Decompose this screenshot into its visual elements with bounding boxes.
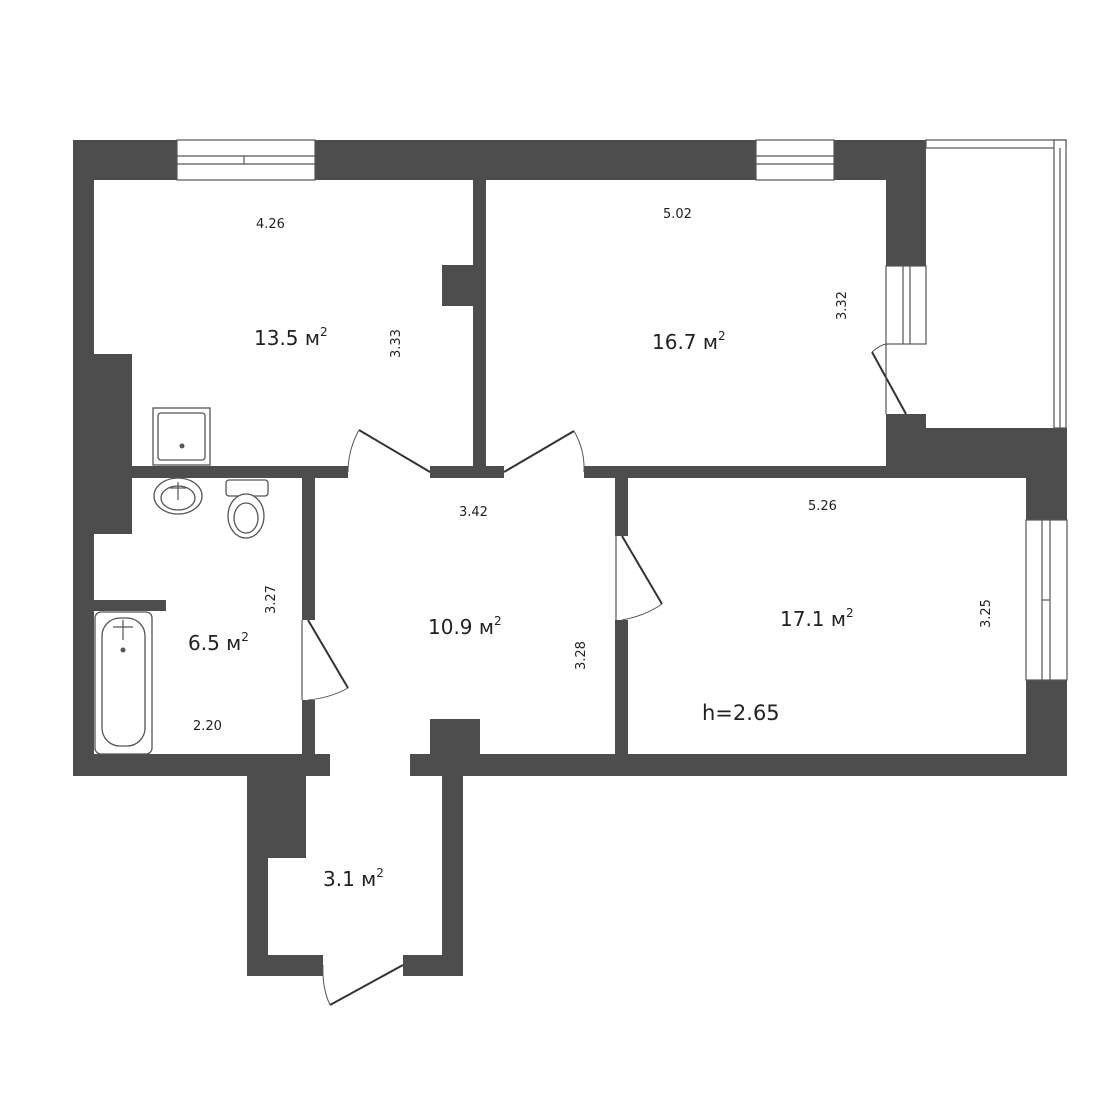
wall-top-column	[442, 265, 474, 306]
ceiling-height: h=2.65	[702, 701, 780, 725]
wall-mid-right	[584, 466, 886, 478]
wall-right-room	[1026, 428, 1067, 520]
wall-vestibule-right	[442, 776, 463, 976]
door-room-bottom-right	[621, 535, 663, 605]
wall-bath-divider-low	[302, 700, 315, 754]
wall-hall-column	[430, 719, 480, 754]
room-top-right-width: 5.02	[663, 207, 692, 222]
wall-right-upper	[886, 140, 926, 266]
door-balcony	[871, 351, 907, 415]
hall-area: 10.9 м2	[428, 614, 502, 639]
room-bottom-right-height: 3.25	[979, 599, 994, 628]
wall-bath-niche	[94, 600, 166, 611]
bathroom-height: 3.27	[264, 585, 279, 614]
door-bathroom	[307, 619, 349, 689]
wall-left	[73, 140, 94, 776]
doors	[301, 343, 907, 1006]
bathroom-width: 2.20	[193, 719, 222, 734]
door-room-top-left	[358, 429, 431, 473]
room-top-right-height: 3.32	[835, 291, 850, 320]
vestibule-area: 3.1 м2	[323, 866, 384, 891]
wall-vestibule-left	[247, 776, 268, 976]
room-top-left-height: 3.33	[389, 329, 404, 358]
door-room-top-right	[503, 430, 575, 473]
door-entrance	[329, 964, 404, 1006]
room-bottom-right-area: 17.1 м2	[780, 606, 854, 631]
hall-height: 3.28	[574, 641, 589, 670]
windows	[176, 139, 1068, 681]
wall-vestibule-bottom-right	[403, 955, 463, 976]
wall-vestibule-bottom-left	[247, 955, 323, 976]
room-bottom-right-width: 5.26	[808, 499, 837, 514]
window-balcony-door	[885, 265, 927, 345]
labels: 4.26 13.5 м2 3.33 5.02 16.7 м2 3.32 3.27…	[188, 207, 994, 891]
wall-left-pier	[94, 354, 132, 534]
wall-mid-left	[132, 466, 348, 478]
room-top-left-area: 13.5 м2	[254, 325, 328, 350]
wall-bath-divider-top	[302, 478, 315, 620]
wall-top-divider	[473, 180, 486, 466]
walls	[73, 140, 1067, 976]
hall-width: 3.42	[459, 505, 488, 520]
room-top-left-width: 4.26	[256, 217, 285, 232]
wall-bottom-right	[410, 754, 1067, 776]
window-top-left	[176, 139, 316, 181]
wall-mid-center	[430, 466, 504, 478]
wall-bottom-left	[73, 754, 330, 776]
bathroom-area: 6.5 м2	[188, 630, 249, 655]
room-top-right-area: 16.7 м2	[652, 329, 726, 354]
window-top-right	[755, 139, 835, 181]
wall-right-lower	[886, 414, 926, 478]
fixtures	[94, 407, 269, 755]
wall-hall-divider-low	[615, 620, 628, 754]
balcony-glazing-top	[925, 139, 1067, 149]
wall-hall-divider-top	[615, 478, 628, 536]
